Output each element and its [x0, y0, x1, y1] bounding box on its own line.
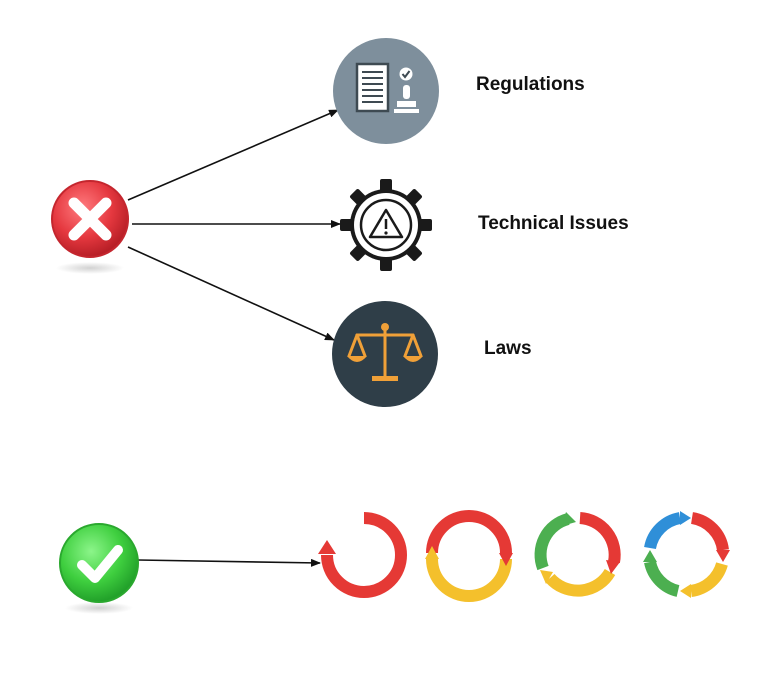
arrow-to-regulations	[127, 109, 339, 201]
regulations-label: Regulations	[476, 74, 585, 95]
scales-of-justice-icon	[332, 301, 438, 407]
laws-label: Laws	[484, 338, 532, 359]
check-mark-icon	[59, 523, 139, 614]
cycle-one-stage-icon	[318, 512, 407, 598]
technical-issues-label: Technical Issues	[478, 213, 629, 234]
cycle-four-stage-icon	[643, 511, 730, 598]
cycle-three-stage-icon	[534, 512, 621, 597]
cycle-two-stage-icon	[425, 510, 513, 602]
arrow-to-cycles	[137, 558, 321, 567]
x-mark-icon	[51, 180, 129, 274]
gear-warning-icon	[340, 179, 432, 271]
arrow-to-laws	[127, 246, 335, 341]
document-stamp-icon	[333, 38, 439, 144]
